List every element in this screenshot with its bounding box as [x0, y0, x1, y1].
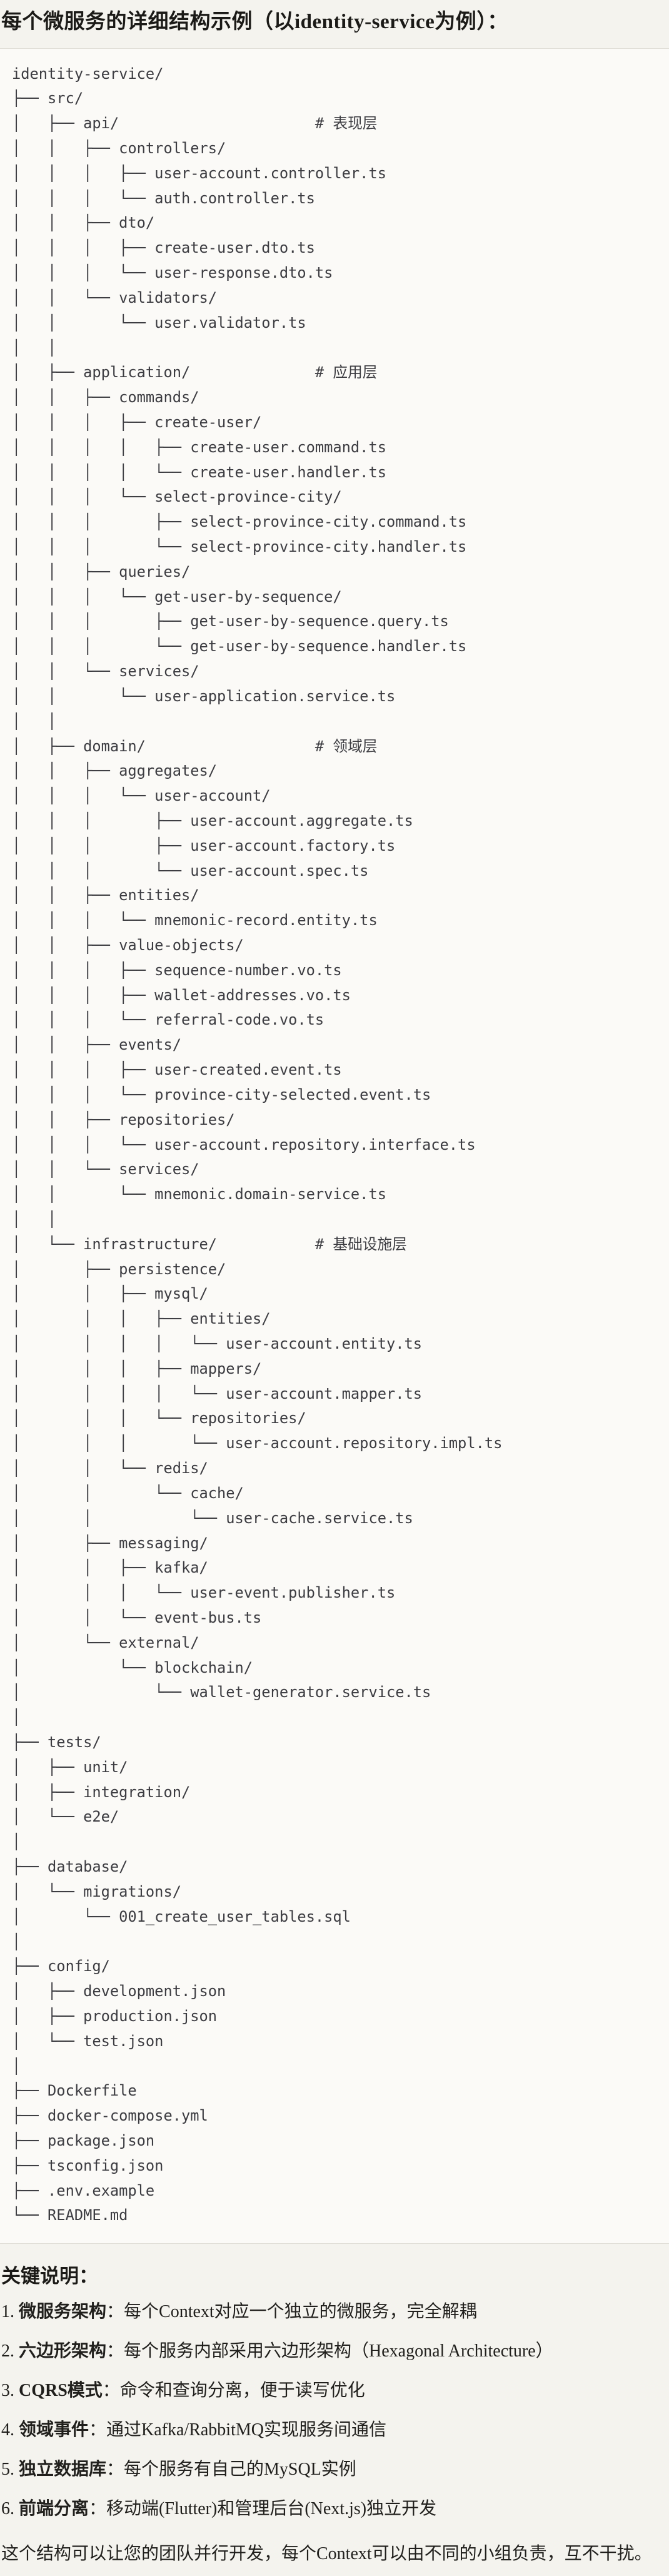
- note-description: ：每个服务有自己的MySQL实例: [106, 2459, 356, 2479]
- note-item: 1. 微服务架构：每个Context对应一个独立的微服务，完全解耦: [1, 2301, 664, 2323]
- note-number: 5.: [1, 2459, 14, 2479]
- page-title: 每个微服务的详细结构示例（以identity-service为例）：: [1, 11, 508, 33]
- code-block: identity-service/ ├── src/ │ ├── api/ # …: [0, 48, 669, 2244]
- note-description: ：每个服务内部采用六边形架构（Hexagonal Architecture）: [106, 2341, 553, 2361]
- note-item: 5. 独立数据库：每个服务有自己的MySQL实例: [1, 2458, 664, 2481]
- notes-section: 关键说明： 1. 微服务架构：每个Context对应一个独立的微服务，完全解耦 …: [0, 2264, 669, 2565]
- note-description: ：命令和查询分离，便于读写优化: [102, 2380, 365, 2400]
- directory-tree-text: identity-service/ ├── src/ │ ├── api/ # …: [12, 64, 503, 2224]
- note-label: CQRS模式: [19, 2380, 103, 2400]
- note-label: 微服务架构: [19, 2301, 107, 2321]
- note-item: 2. 六边形架构：每个服务内部采用六边形架构（Hexagonal Archite…: [1, 2340, 664, 2363]
- note-item: 3. CQRS模式：命令和查询分离，便于读写优化: [1, 2380, 664, 2402]
- note-description: ：每个Context对应一个独立的微服务，完全解耦: [106, 2301, 477, 2321]
- note-label: 前端分离: [19, 2498, 89, 2518]
- note-number: 1.: [1, 2301, 14, 2321]
- note-number: 2.: [1, 2341, 14, 2361]
- notes-heading: 关键说明：: [1, 2265, 98, 2288]
- note-label: 领域事件: [19, 2420, 89, 2440]
- note-number: 6.: [1, 2498, 14, 2518]
- note-number: 3.: [1, 2380, 14, 2400]
- note-description: ：移动端(Flutter)和管理后台(Next.js)独立开发: [89, 2498, 437, 2518]
- note-number: 4.: [1, 2420, 14, 2440]
- note-description: ：通过Kafka/RabbitMQ实现服务间通信: [89, 2420, 386, 2440]
- note-label: 独立数据库: [19, 2459, 107, 2479]
- note-item: 6. 前端分离：移动端(Flutter)和管理后台(Next.js)独立开发: [1, 2498, 664, 2520]
- note-item: 4. 领域事件：通过Kafka/RabbitMQ实现服务间通信: [1, 2419, 664, 2442]
- note-label: 六边形架构: [19, 2341, 107, 2361]
- notes-footer: 这个结构可以让您的团队并行开发，每个Context可以由不同的小组负责，互不干扰…: [1, 2543, 652, 2563]
